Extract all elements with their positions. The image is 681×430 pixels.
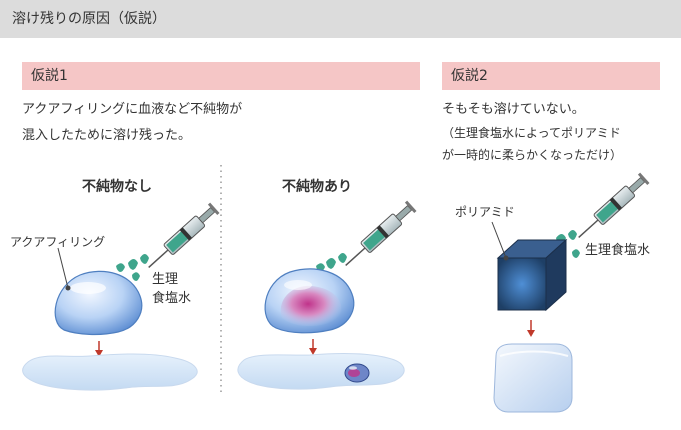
puddle-middle-icon [237,352,405,390]
residue-drop-icon [344,363,370,383]
aquafilling-blob-icon [54,270,143,336]
hypothesis-2-text-line2: （生理食塩水によってポリアミド [442,126,621,140]
puddle-left-icon [22,353,198,391]
saline-label-line2: 食塩水 [152,291,192,306]
aquafilling-leader-line [57,247,69,289]
aquafilling-impure-blob-icon [264,268,355,334]
saline-drops-left-icon [116,254,149,281]
with-impurity-title: 不純物あり [282,179,352,195]
no-impurity-title: 不純物なし [82,179,152,195]
hypothesis-1-text-line1: アクアフィリングに血液など不純物が [22,102,243,117]
syringe-middle-icon [345,200,417,266]
polyamide-label: ポリアミド [455,205,515,219]
syringe-right-icon [578,172,650,238]
page-header: 溶け残りの原因（仮説） [0,0,681,38]
hypothesis-2-label: 仮説2 [442,62,660,90]
saline-label-line1: 生理 [152,272,179,287]
hypothesis-1-text-line2: 混入したために溶け残った。 [22,128,192,143]
polyamide-cube-icon [496,238,568,312]
syringe-left-icon [148,202,220,268]
hypothesis-2-text-line3: が一時的に柔らかくなっただけ） [442,148,623,162]
hypothesis-1-label: 仮説1 [22,62,420,90]
saline-drops-middle-icon [316,253,347,272]
hypothesis-2-text-line1: そもそも溶けていない。 [442,102,585,117]
softened-cube-icon [493,343,573,413]
saline-label-right: 生理食塩水 [585,243,651,258]
page-title: 溶け残りの原因（仮説） [12,11,166,27]
polyamide-leader-line [491,221,507,259]
aquafilling-label: アクアフィリング [10,235,106,249]
